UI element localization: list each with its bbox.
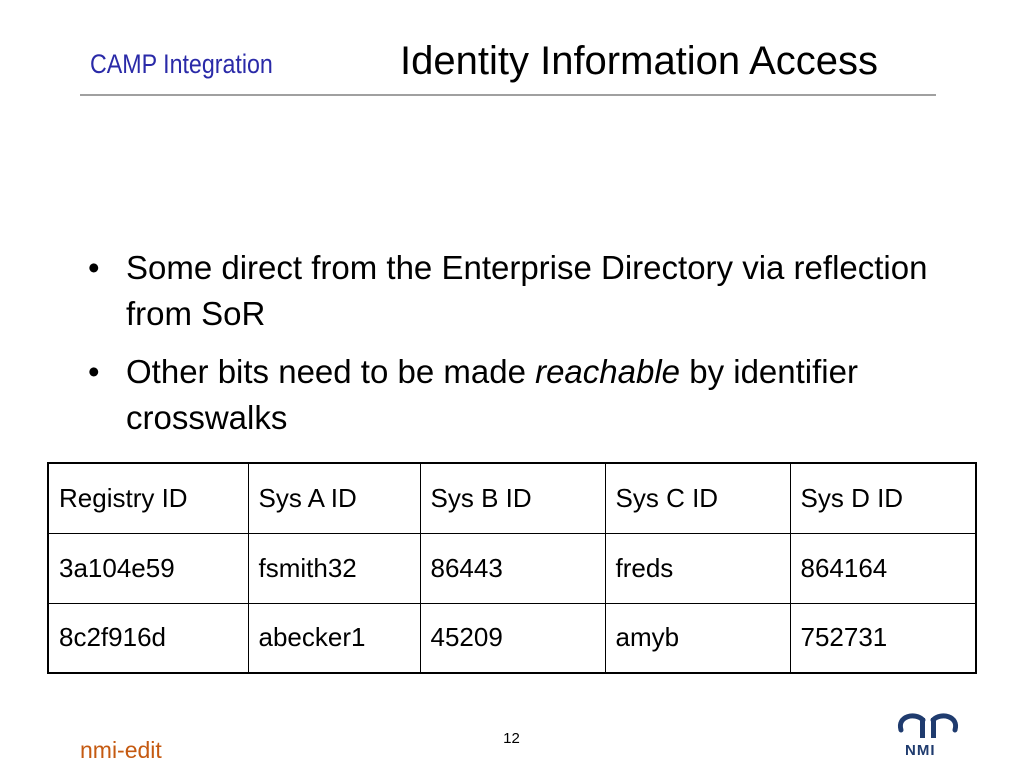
footer-label: nmi-edit xyxy=(80,737,162,763)
bullet-text-pre: Other bits need to be made xyxy=(126,353,536,390)
table-cell: 45209 xyxy=(419,602,606,674)
bullet-list: • Some direct from the Enterprise Direct… xyxy=(88,245,968,453)
column-header: Registry ID xyxy=(47,462,249,534)
table-cell: 86443 xyxy=(419,532,606,604)
table-cell: abecker1 xyxy=(247,602,421,674)
table-cell: 864164 xyxy=(789,532,977,604)
title-divider xyxy=(80,94,936,96)
table-cell: 752731 xyxy=(789,602,977,674)
slide-title: Identity Information Access xyxy=(400,39,879,83)
section-label: CAMP Integration xyxy=(90,49,273,79)
table-row: 8c2f916d abecker1 45209 amyb 752731 xyxy=(47,602,977,674)
table-cell: amyb xyxy=(604,602,791,674)
table-cell: fsmith32 xyxy=(247,532,421,604)
table-cell: freds xyxy=(604,532,791,604)
table-header-row: Registry ID Sys A ID Sys B ID Sys C ID S… xyxy=(47,462,977,534)
bullet-text-emphasis: reachable xyxy=(535,353,681,390)
column-header: Sys C ID xyxy=(604,462,791,534)
column-header: Sys D ID xyxy=(789,462,977,534)
bullet-item: • Other bits need to be made reachable b… xyxy=(88,349,968,441)
bullet-marker: • xyxy=(88,353,100,390)
column-header: Sys B ID xyxy=(419,462,606,534)
bullet-text: Some direct from the Enterprise Director… xyxy=(126,249,928,332)
table-cell: 8c2f916d xyxy=(47,602,249,674)
column-header: Sys A ID xyxy=(247,462,421,534)
table-row: 3a104e59 fsmith32 86443 freds 864164 xyxy=(47,532,977,604)
nmi-logo-icon xyxy=(893,708,963,764)
crosswalk-table: Registry ID Sys A ID Sys B ID Sys C ID S… xyxy=(47,462,977,674)
bullet-marker: • xyxy=(88,249,100,286)
page-number: 12 xyxy=(503,730,520,747)
bullet-item: • Some direct from the Enterprise Direct… xyxy=(88,245,968,337)
table-cell: 3a104e59 xyxy=(47,532,249,604)
nmi-logo-text: NMI xyxy=(905,742,936,759)
bullet-text-post: by identifier crosswalks xyxy=(126,353,858,436)
